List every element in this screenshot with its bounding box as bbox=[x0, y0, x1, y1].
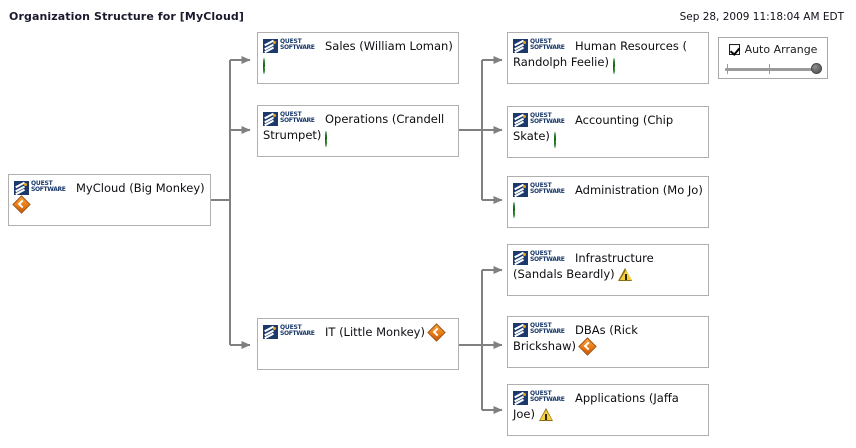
node-applications[interactable]: QUEST SOFTWARE Applications (Jaffa Joe) bbox=[507, 384, 709, 436]
quest-logo-words: QUEST SOFTWARE bbox=[31, 180, 75, 195]
quest-logo-mark bbox=[513, 251, 528, 265]
status-ok-icon bbox=[325, 131, 340, 147]
quest-logo-line1: QUEST bbox=[280, 38, 302, 45]
quest-logo-line2: SOFTWARE bbox=[530, 396, 565, 404]
quest-software-logo-icon: QUEST SOFTWARE bbox=[513, 182, 574, 197]
zoom-slider-track[interactable] bbox=[725, 68, 821, 71]
quest-logo-mark bbox=[513, 39, 528, 53]
zoom-slider[interactable] bbox=[725, 62, 822, 76]
quest-software-logo-icon: QUEST SOFTWARE bbox=[263, 324, 324, 339]
quest-logo-mark bbox=[263, 39, 278, 53]
quest-software-logo-icon: QUEST SOFTWARE bbox=[263, 38, 324, 53]
quest-logo-words: QUEST SOFTWARE bbox=[530, 322, 574, 337]
auto-arrange-label: Auto Arrange bbox=[744, 43, 818, 56]
auto-arrange-checkbox-row[interactable]: Auto Arrange bbox=[719, 41, 827, 58]
quest-logo-mark bbox=[14, 181, 29, 195]
quest-logo-line2: SOFTWARE bbox=[280, 44, 315, 52]
node-it[interactable]: QUEST SOFTWARE IT (Little Monkey) bbox=[257, 318, 459, 370]
status-ok-icon bbox=[612, 58, 628, 74]
quest-logo-words: QUEST SOFTWARE bbox=[530, 112, 574, 127]
node-infrastructure[interactable]: QUEST SOFTWARE Infrastructure (Sandals B… bbox=[507, 244, 709, 296]
quest-software-logo-icon: QUEST SOFTWARE bbox=[263, 111, 324, 126]
node-label: Operations (Crandell Strumpet) bbox=[263, 112, 445, 142]
node-dbas[interactable]: QUEST SOFTWARE DBAs (Rick Brickshaw) bbox=[507, 316, 709, 368]
quest-logo-line2: SOFTWARE bbox=[280, 117, 315, 125]
quest-logo-line1: QUEST bbox=[530, 390, 552, 397]
quest-software-logo-icon: QUEST SOFTWARE bbox=[513, 112, 574, 127]
status-ok-icon bbox=[263, 58, 278, 74]
status-action-icon bbox=[577, 337, 597, 356]
quest-logo-words: QUEST SOFTWARE bbox=[530, 38, 574, 53]
node-label: Sales (William Loman) bbox=[325, 39, 453, 53]
status-ok-icon bbox=[513, 202, 528, 218]
node-administration[interactable]: QUEST SOFTWARE Administration (Mo Jo) bbox=[507, 176, 709, 228]
status-ok-icon bbox=[553, 132, 569, 148]
zoom-slider-knob[interactable] bbox=[811, 63, 822, 74]
status-action-icon bbox=[426, 323, 446, 342]
quest-logo-line2: SOFTWARE bbox=[530, 188, 565, 196]
node-accounting[interactable]: QUEST SOFTWARE Accounting (Chip Skate) bbox=[507, 106, 709, 158]
quest-logo-line1: QUEST bbox=[31, 180, 53, 187]
node-label: Human Resources ( Randolph Feelie) bbox=[513, 39, 688, 69]
quest-logo-line1: QUEST bbox=[530, 250, 552, 257]
quest-logo-line2: SOFTWARE bbox=[31, 186, 66, 194]
auto-arrange-panel: Auto Arrange bbox=[718, 37, 828, 79]
status-action-icon bbox=[12, 195, 31, 214]
quest-software-logo-icon: QUEST SOFTWARE bbox=[14, 180, 75, 195]
quest-logo-mark bbox=[513, 113, 528, 127]
quest-logo-mark bbox=[513, 183, 528, 197]
quest-logo-line1: QUEST bbox=[530, 322, 552, 329]
quest-logo-line2: SOFTWARE bbox=[530, 118, 565, 126]
quest-software-logo-icon: QUEST SOFTWARE bbox=[513, 390, 574, 405]
quest-logo-line1: QUEST bbox=[530, 38, 552, 45]
quest-logo-mark bbox=[263, 112, 278, 126]
quest-software-logo-icon: QUEST SOFTWARE bbox=[513, 250, 574, 265]
zoom-slider-tick-mid bbox=[769, 64, 770, 74]
node-human-resources[interactable]: QUEST SOFTWARE Human Resources ( Randolp… bbox=[507, 32, 709, 84]
quest-logo-words: QUEST SOFTWARE bbox=[530, 182, 574, 197]
quest-logo-words: QUEST SOFTWARE bbox=[530, 390, 574, 405]
quest-logo-line2: SOFTWARE bbox=[280, 330, 315, 338]
quest-software-logo-icon: QUEST SOFTWARE bbox=[513, 322, 574, 337]
quest-logo-line1: QUEST bbox=[280, 324, 302, 331]
node-label: Accounting (Chip Skate) bbox=[513, 113, 674, 143]
node-mycloud[interactable]: QUEST SOFTWARE MyCloud (Big Monkey) bbox=[8, 174, 211, 226]
quest-logo-words: QUEST SOFTWARE bbox=[280, 111, 324, 126]
auto-arrange-checkbox[interactable] bbox=[728, 44, 740, 55]
node-label: IT (Little Monkey) bbox=[325, 325, 425, 339]
node-operations[interactable]: QUEST SOFTWARE Operations (Crandell Stru… bbox=[257, 105, 459, 157]
quest-logo-line2: SOFTWARE bbox=[530, 328, 565, 336]
zoom-slider-tick-min bbox=[727, 64, 728, 74]
node-label: MyCloud (Big Monkey) bbox=[76, 181, 205, 195]
quest-logo-mark bbox=[263, 325, 278, 339]
quest-logo-words: QUEST SOFTWARE bbox=[280, 324, 324, 339]
node-label: DBAs (Rick Brickshaw) bbox=[513, 323, 638, 353]
quest-logo-mark bbox=[513, 391, 528, 405]
quest-software-logo-icon: QUEST SOFTWARE bbox=[513, 38, 574, 53]
quest-logo-mark bbox=[513, 323, 528, 337]
timestamp: Sep 28, 2009 11:18:04 AM EDT bbox=[679, 11, 844, 23]
node-sales[interactable]: QUEST SOFTWARE Sales (William Loman) bbox=[257, 32, 459, 84]
quest-logo-line1: QUEST bbox=[280, 111, 302, 118]
quest-logo-line2: SOFTWARE bbox=[530, 44, 565, 52]
quest-logo-words: QUEST SOFTWARE bbox=[530, 250, 574, 265]
quest-logo-line1: QUEST bbox=[530, 112, 552, 119]
quest-logo-words: QUEST SOFTWARE bbox=[280, 38, 324, 53]
node-label: Applications (Jaffa Joe) bbox=[513, 391, 679, 421]
page-title: Organization Structure for [MyCloud] bbox=[9, 10, 244, 23]
status-warning-icon bbox=[538, 407, 554, 422]
node-label: Administration (Mo Jo) bbox=[575, 183, 703, 197]
quest-logo-line2: SOFTWARE bbox=[530, 256, 565, 264]
status-warning-icon bbox=[618, 267, 633, 282]
node-label: Infrastructure (Sandals Beardly) bbox=[513, 251, 654, 281]
quest-logo-line1: QUEST bbox=[530, 182, 552, 189]
